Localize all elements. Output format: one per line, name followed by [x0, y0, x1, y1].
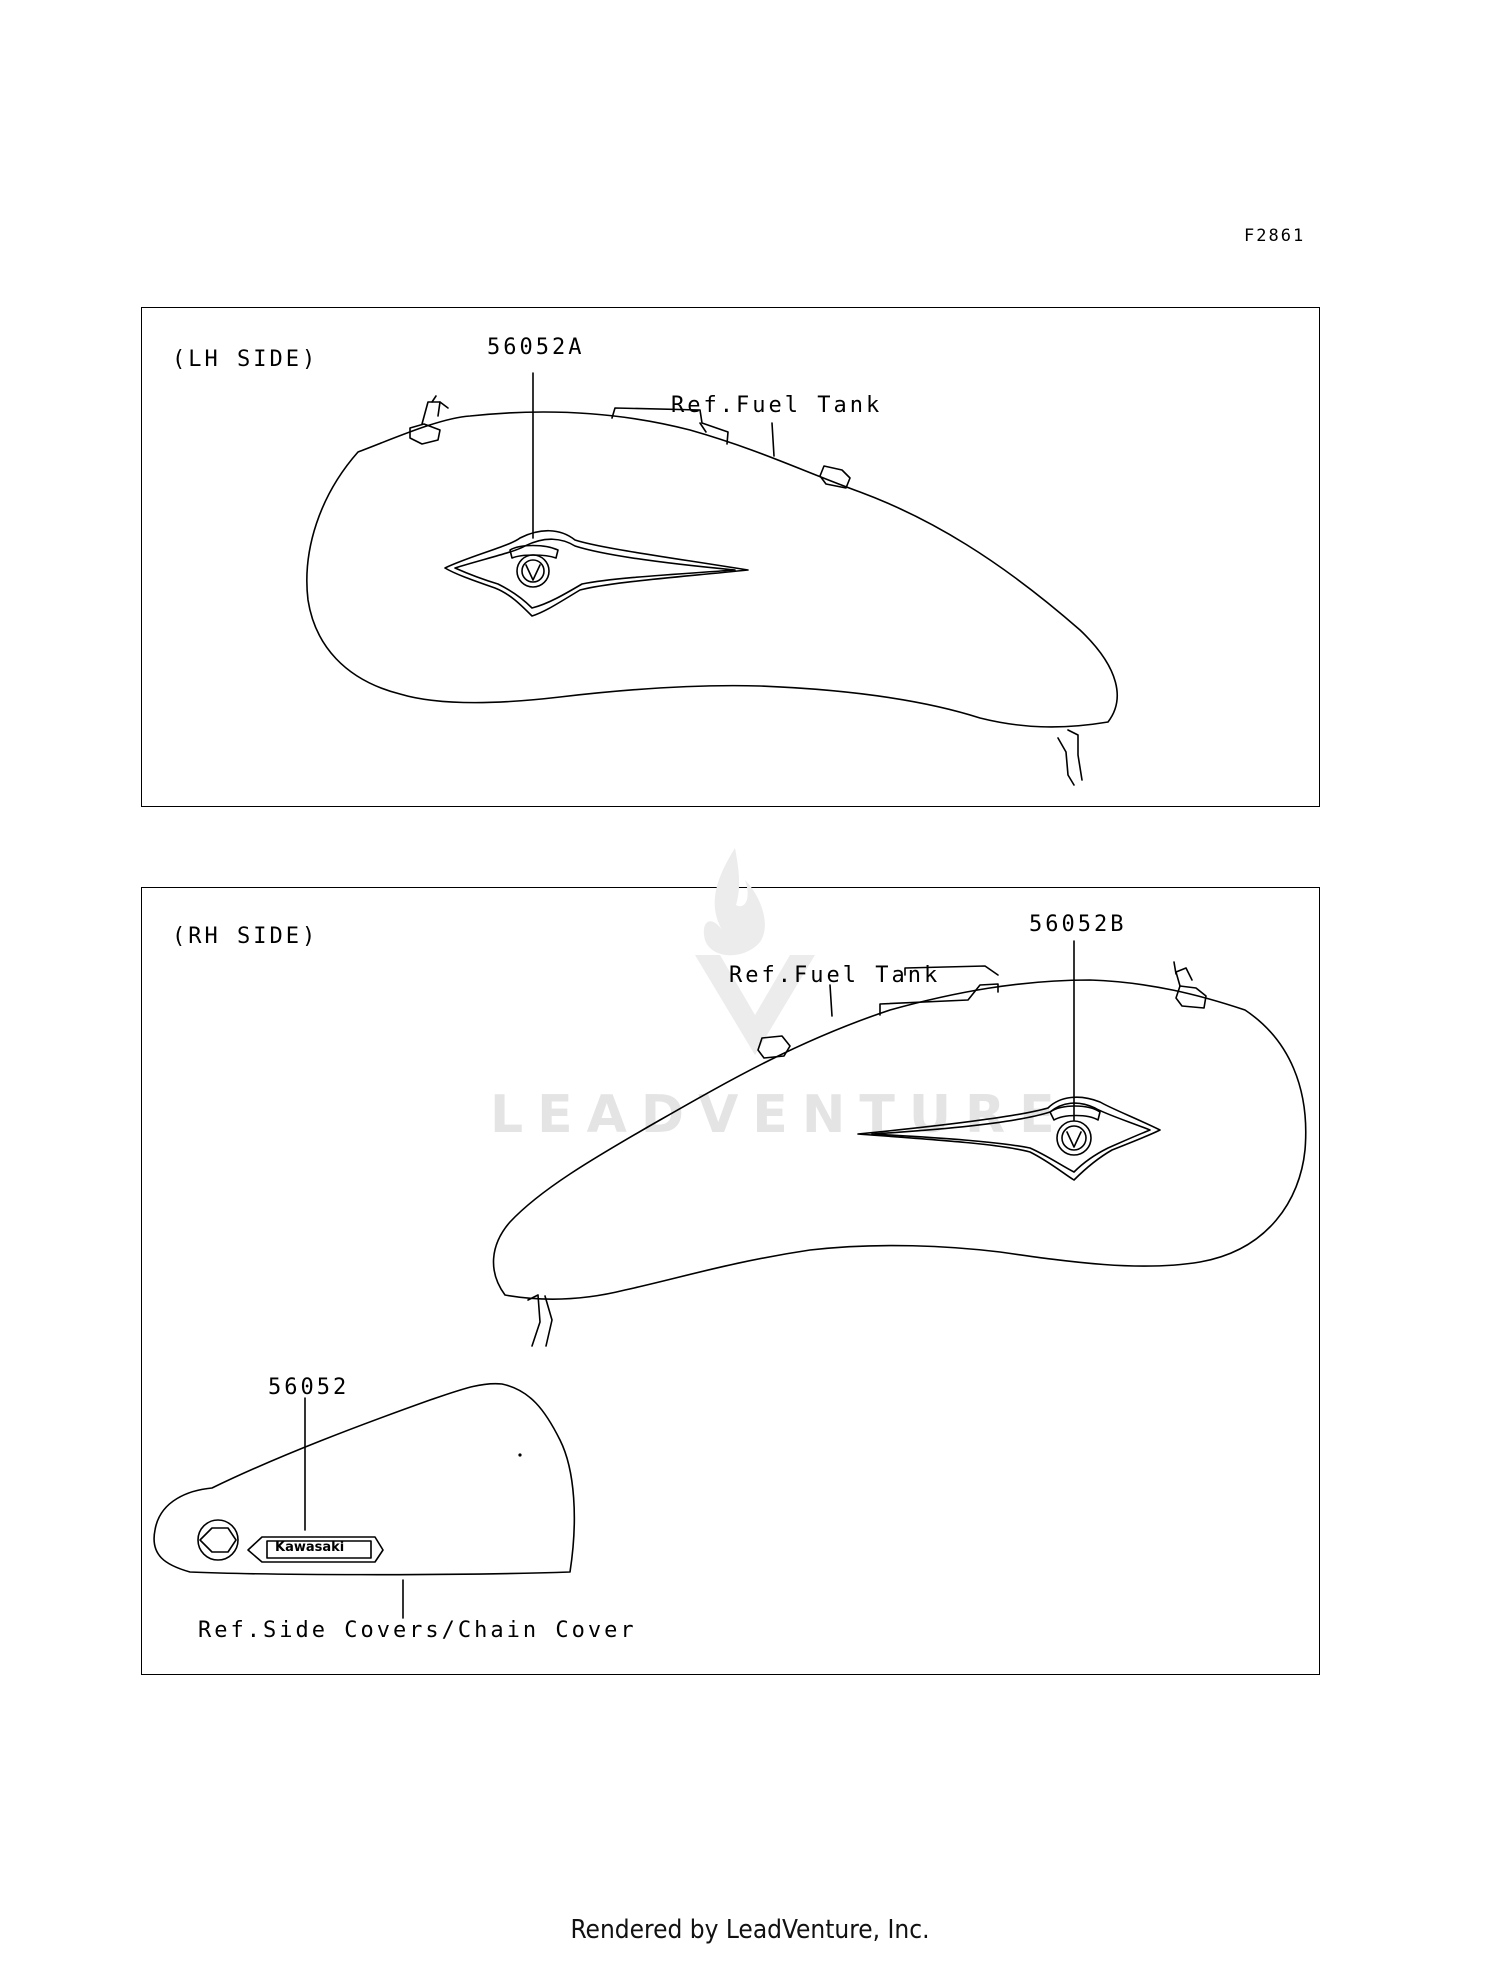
rh-tank-emblem-icon: [857, 1096, 1161, 1181]
lh-part-number: 56052A: [487, 335, 585, 360]
rh-side-label: (RH SIDE): [172, 924, 319, 949]
lh-side-panel: [141, 307, 1320, 807]
lh-side-label: (LH SIDE): [172, 347, 319, 372]
lh-reference-label: Ref.Fuel Tank: [671, 393, 883, 418]
side-cover-emblem-icon: [247, 1536, 384, 1563]
rh-part-number: 56052B: [1029, 912, 1127, 937]
side-cover-reference-label: Ref.Side Covers/Chain Cover: [198, 1618, 637, 1643]
side-cover-emblem-text: Kawasaki: [275, 1540, 345, 1555]
footer-credit: Rendered by LeadVenture, Inc.: [570, 1915, 930, 1945]
lh-tank-emblem-icon: [444, 529, 749, 617]
rh-fuel-tank-outline: [492, 979, 1307, 1300]
watermark-text: LEADVENTURE: [490, 1085, 1069, 1145]
figure-code: F2861: [1244, 226, 1306, 246]
lh-fuel-tank-outline: [306, 411, 1118, 728]
rh-reference-label: Ref.Fuel Tank: [729, 963, 941, 988]
side-cover-part-number: 56052: [268, 1375, 350, 1400]
side-cover-outline: [153, 1382, 576, 1576]
